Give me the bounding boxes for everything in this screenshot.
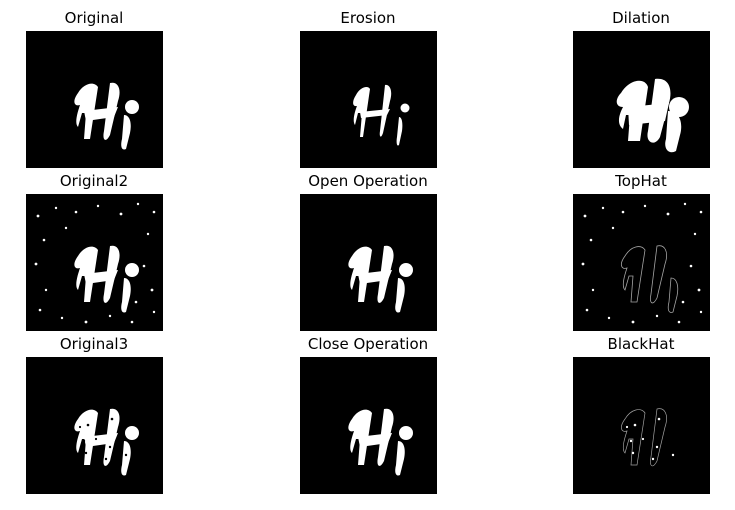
image-dilation xyxy=(573,31,710,168)
title-original: Original xyxy=(64,9,124,27)
image-tophat xyxy=(573,194,710,331)
hi-glyph-close xyxy=(348,408,413,476)
hi-glyph-erosion xyxy=(353,84,410,146)
hi-glyph-original3 xyxy=(74,408,139,476)
title-tophat: TopHat xyxy=(615,172,667,190)
hi-glyph-original2 xyxy=(34,202,156,324)
title-close-operation: Close Operation xyxy=(307,335,429,353)
title-open-operation: Open Operation xyxy=(308,172,428,190)
image-close-operation xyxy=(300,357,437,494)
image-erosion xyxy=(300,31,437,168)
blackhat-result xyxy=(621,408,675,467)
image-open-operation xyxy=(300,194,437,331)
title-blackhat: BlackHat xyxy=(607,335,675,353)
hi-glyph-original xyxy=(74,82,139,150)
tophat-result xyxy=(581,202,703,324)
hi-glyph-dilation xyxy=(616,78,689,153)
image-original3 xyxy=(26,357,163,494)
image-blackhat xyxy=(573,357,710,494)
title-dilation: Dilation xyxy=(612,9,670,27)
title-original3: Original3 xyxy=(59,335,129,353)
title-original2: Original2 xyxy=(59,172,129,190)
image-original2 xyxy=(26,194,163,331)
hi-glyph-open xyxy=(348,245,413,313)
image-original xyxy=(26,31,163,168)
title-erosion: Erosion xyxy=(340,9,396,27)
